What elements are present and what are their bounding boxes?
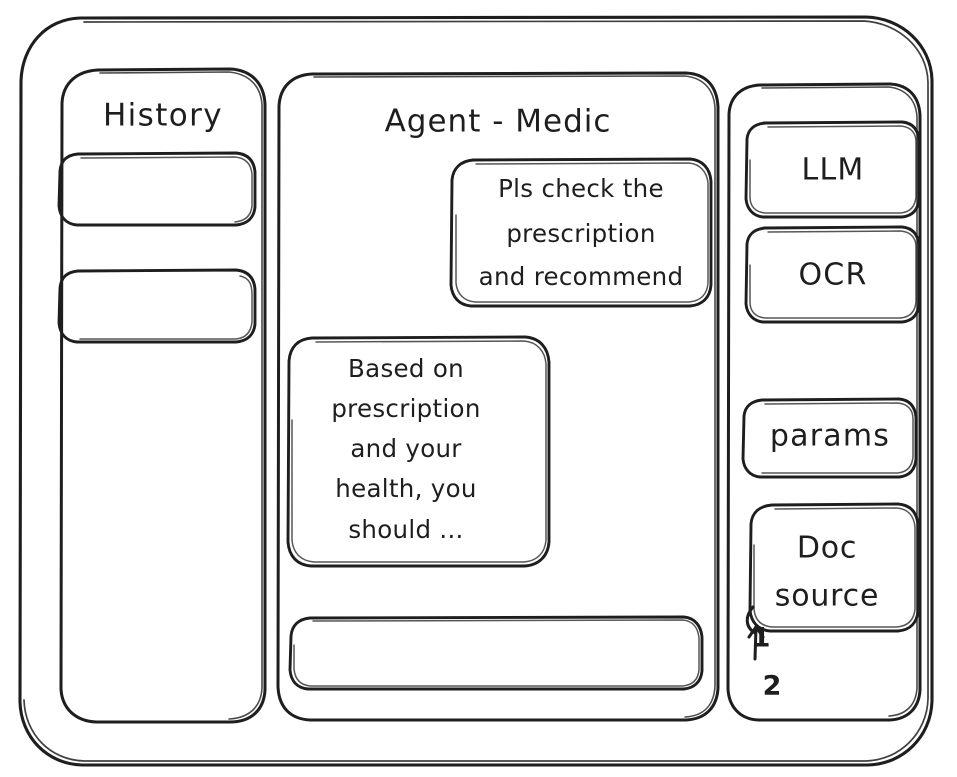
tool-button-params[interactable] [741, 397, 918, 479]
history-sidebar [59, 67, 267, 724]
message-input[interactable] [288, 615, 704, 691]
doc-source-line-2: source [775, 579, 879, 614]
main-chat-panel [276, 71, 720, 722]
doc-source-card[interactable] [748, 502, 920, 633]
tools-panel [726, 82, 922, 722]
user-message-line-3: and recommend [479, 262, 684, 291]
main-panel-title: Agent - Medic [385, 104, 612, 140]
assistant-message-line-4: health, you [335, 474, 476, 503]
assistant-message-line-1: Based on [348, 354, 464, 383]
history-item-1[interactable] [57, 151, 257, 227]
doc-source-line-1: Doc [797, 531, 857, 566]
tool-button-llm[interactable] [744, 120, 921, 219]
tool-button-llm-label: LLM [802, 153, 865, 188]
assistant-message-line-3: and your [350, 434, 462, 463]
assistant-message-line-5: should ... [348, 515, 463, 544]
user-message-line-2: prescription [506, 219, 655, 248]
tool-button-ocr[interactable] [744, 225, 921, 324]
doc-source-arrow-icon [745, 605, 765, 661]
assistant-message-bubble[interactable] [286, 335, 551, 568]
tool-button-ocr-label: OCR [798, 258, 867, 293]
history-title: History [103, 98, 223, 134]
user-message-bubble[interactable] [449, 157, 713, 308]
assistant-message-line-2: prescription [331, 394, 480, 423]
doc-source-marker-1[interactable]: 1 [752, 623, 771, 654]
user-message-line-1: Pls check the [498, 174, 664, 203]
doc-source-marker-2[interactable]: 2 [763, 671, 782, 702]
history-item-2[interactable] [57, 268, 257, 344]
tool-button-params-label: params [770, 419, 890, 454]
app-window-frame [18, 15, 934, 767]
